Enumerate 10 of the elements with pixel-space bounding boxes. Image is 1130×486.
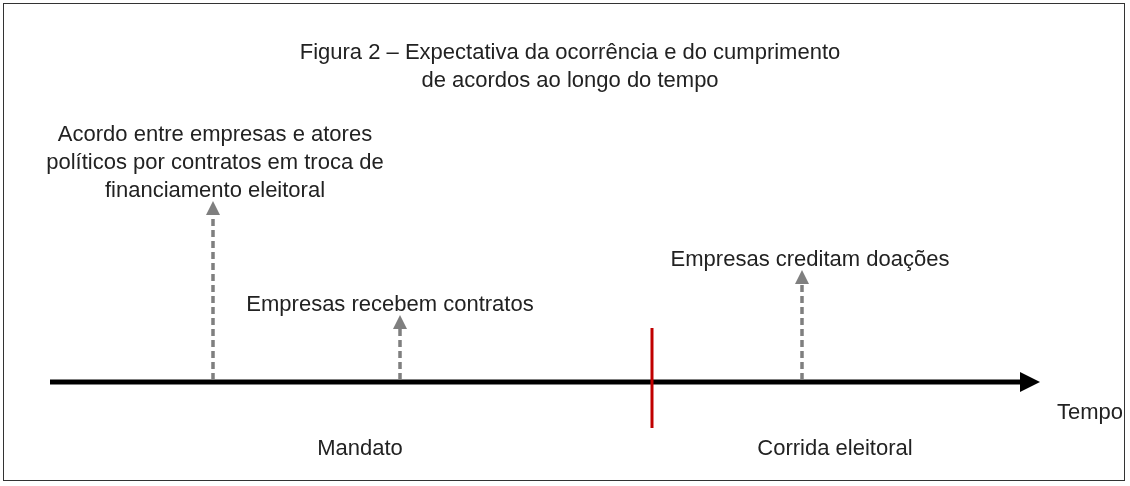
period-label: Mandato (316, 434, 404, 462)
period-label: Corrida eleitoral (756, 434, 914, 462)
figure-title: Figura 2 – Expectativa da ocorrência e do cumprimento de acordos ao longo do tempo (298, 38, 842, 94)
event-label: Acordo entre empresas e atores políticos por contratos em troca de financiamento eleitoral (35, 120, 395, 204)
arrow (206, 201, 220, 380)
arrow (393, 315, 407, 380)
arrow (795, 270, 809, 380)
axis-label: Tempo (1055, 398, 1124, 426)
event-label: Empresas recebem contratos (230, 290, 550, 318)
event-label: Empresas creditam doações (650, 245, 970, 273)
